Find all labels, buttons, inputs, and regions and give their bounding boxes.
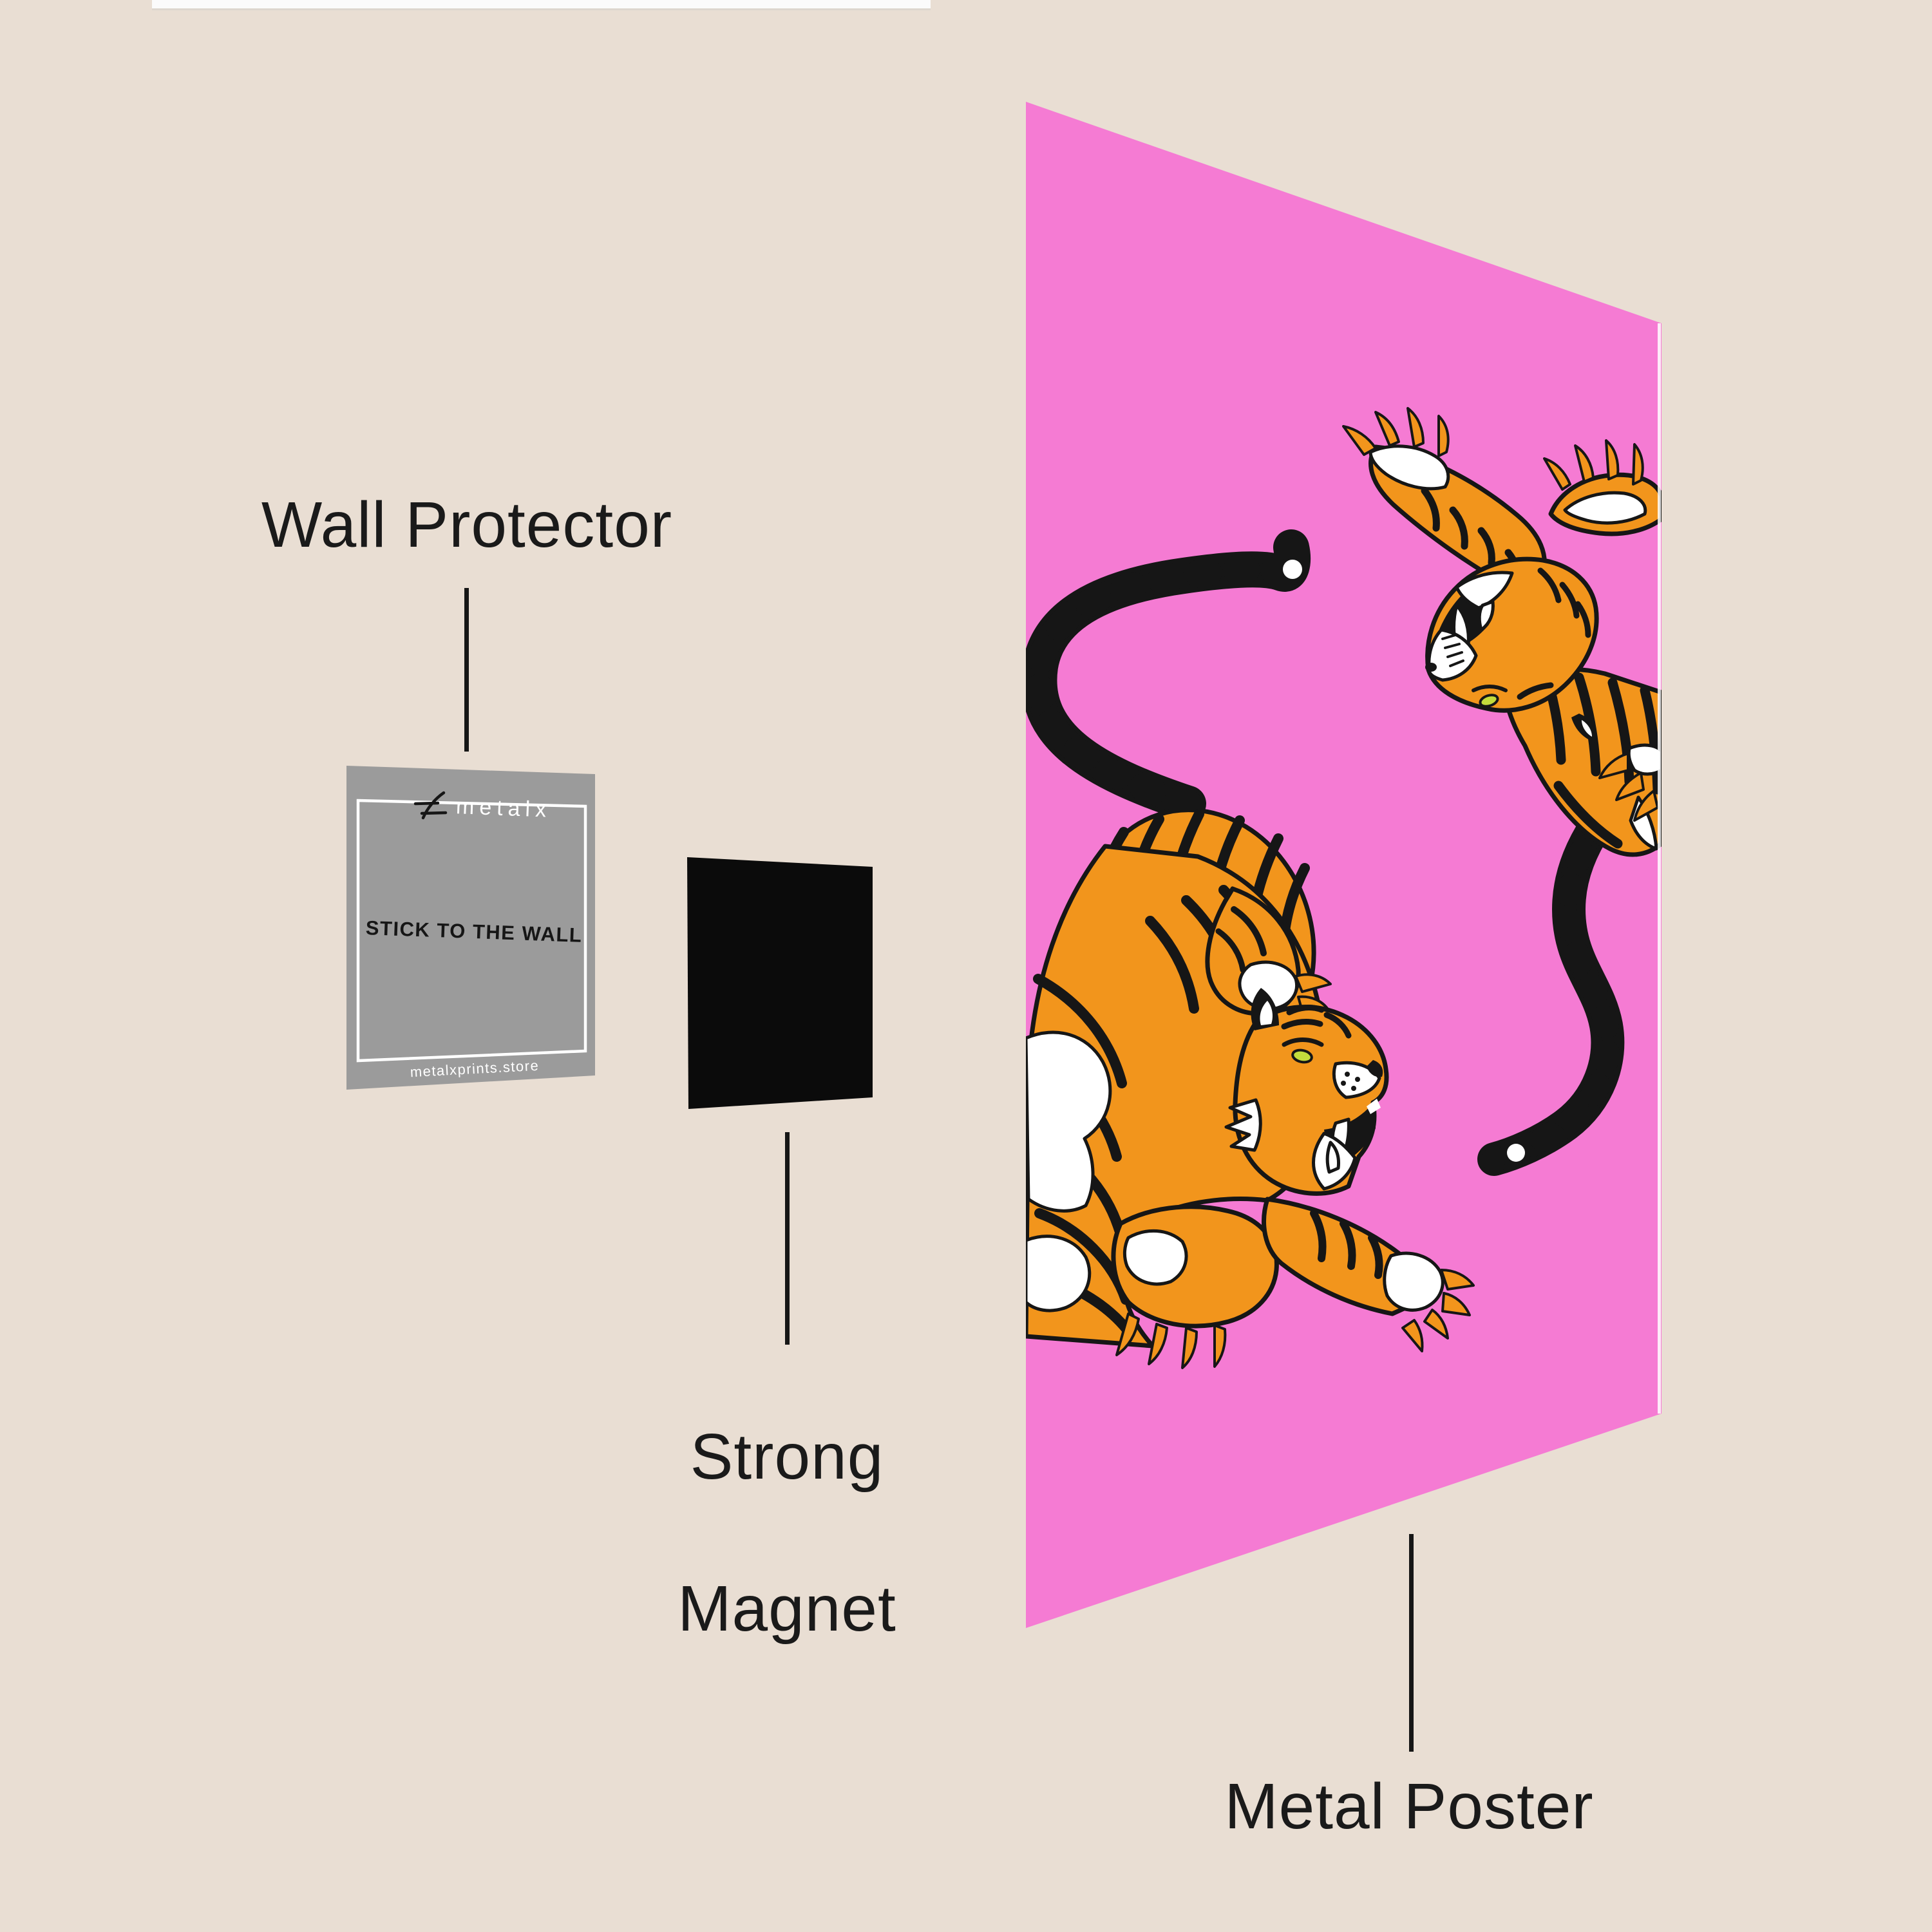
magnet-square [687, 857, 873, 1109]
tiger-right-head [1425, 556, 1599, 743]
tiger-left-head [1224, 988, 1389, 1196]
metalx-logo-icon [413, 791, 448, 820]
metal-poster [1026, 102, 1662, 1628]
wall-protector-label: Wall Protector [261, 489, 673, 561]
wall-protector-connector-line [464, 588, 469, 752]
card-inner-frame [356, 799, 587, 1063]
poster-edge-highlight [1658, 323, 1661, 1414]
magnet-label: Strong Magnet [677, 1343, 896, 1647]
card-brand: metalx [455, 794, 551, 822]
metal-poster-label: Metal Poster [1224, 1770, 1594, 1842]
poster-connector-line [1409, 1534, 1414, 1752]
tiger-left [1026, 529, 1475, 1369]
magnet-connector-line [785, 1132, 790, 1345]
magnet-label-line2: Magnet [677, 1573, 896, 1645]
card-face [346, 766, 595, 1090]
top-bar-shadow [152, 8, 931, 10]
tiger-right [1342, 407, 1662, 1176]
wall-protector-card: metalx STICK TO THE WALL metalxprints.st… [346, 766, 595, 1090]
magnet-label-line1: Strong [690, 1421, 884, 1493]
top-white-bar [152, 0, 931, 8]
tiger-left-tail [1026, 529, 1311, 822]
